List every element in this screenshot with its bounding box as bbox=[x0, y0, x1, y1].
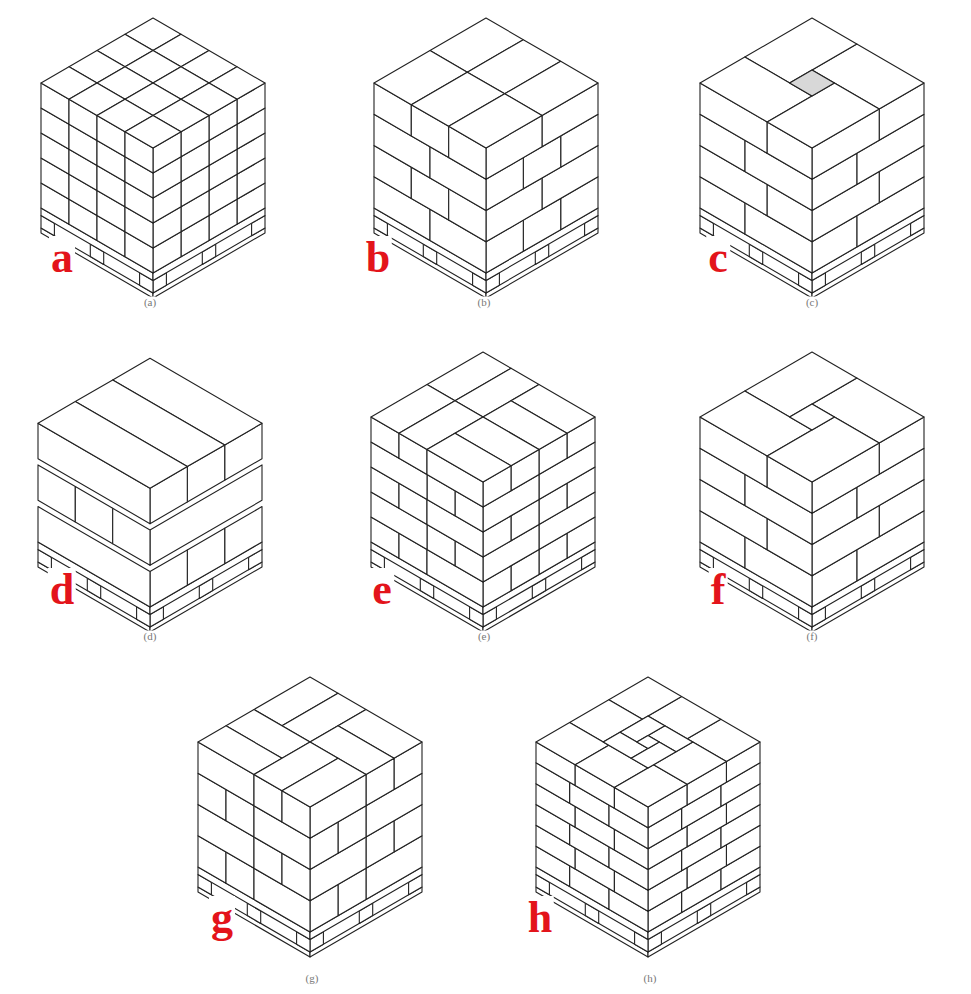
carton-face bbox=[637, 736, 659, 749]
pattern-letter: e bbox=[370, 568, 394, 612]
figure-caption: (e) bbox=[478, 631, 490, 642]
carton-face bbox=[282, 758, 366, 807]
carton-face bbox=[790, 404, 835, 430]
carton-face bbox=[790, 70, 835, 96]
figure-caption: (b) bbox=[478, 297, 491, 308]
carton-face bbox=[125, 116, 181, 149]
figure-caption: (g) bbox=[306, 973, 319, 984]
pattern-letter: c bbox=[706, 236, 730, 280]
figure-caption: (f) bbox=[807, 631, 818, 642]
pattern-letter: h bbox=[526, 896, 554, 940]
carton-face bbox=[427, 433, 511, 482]
pattern-letter: b bbox=[364, 236, 392, 280]
figure-caption: (c) bbox=[806, 297, 818, 308]
figure-caption: (a) bbox=[144, 297, 156, 308]
pattern-letter: d bbox=[48, 568, 76, 612]
figure-caption: (d) bbox=[144, 631, 157, 642]
pattern-letter: f bbox=[709, 568, 728, 612]
pattern-letter: g bbox=[209, 896, 235, 940]
carton-face bbox=[767, 83, 879, 148]
pattern-letter: a bbox=[49, 236, 75, 280]
carton-face bbox=[767, 417, 879, 482]
carton-face bbox=[449, 94, 542, 148]
carton-face bbox=[631, 742, 676, 768]
carton-face bbox=[38, 402, 187, 489]
figure-caption: (h) bbox=[644, 973, 657, 984]
